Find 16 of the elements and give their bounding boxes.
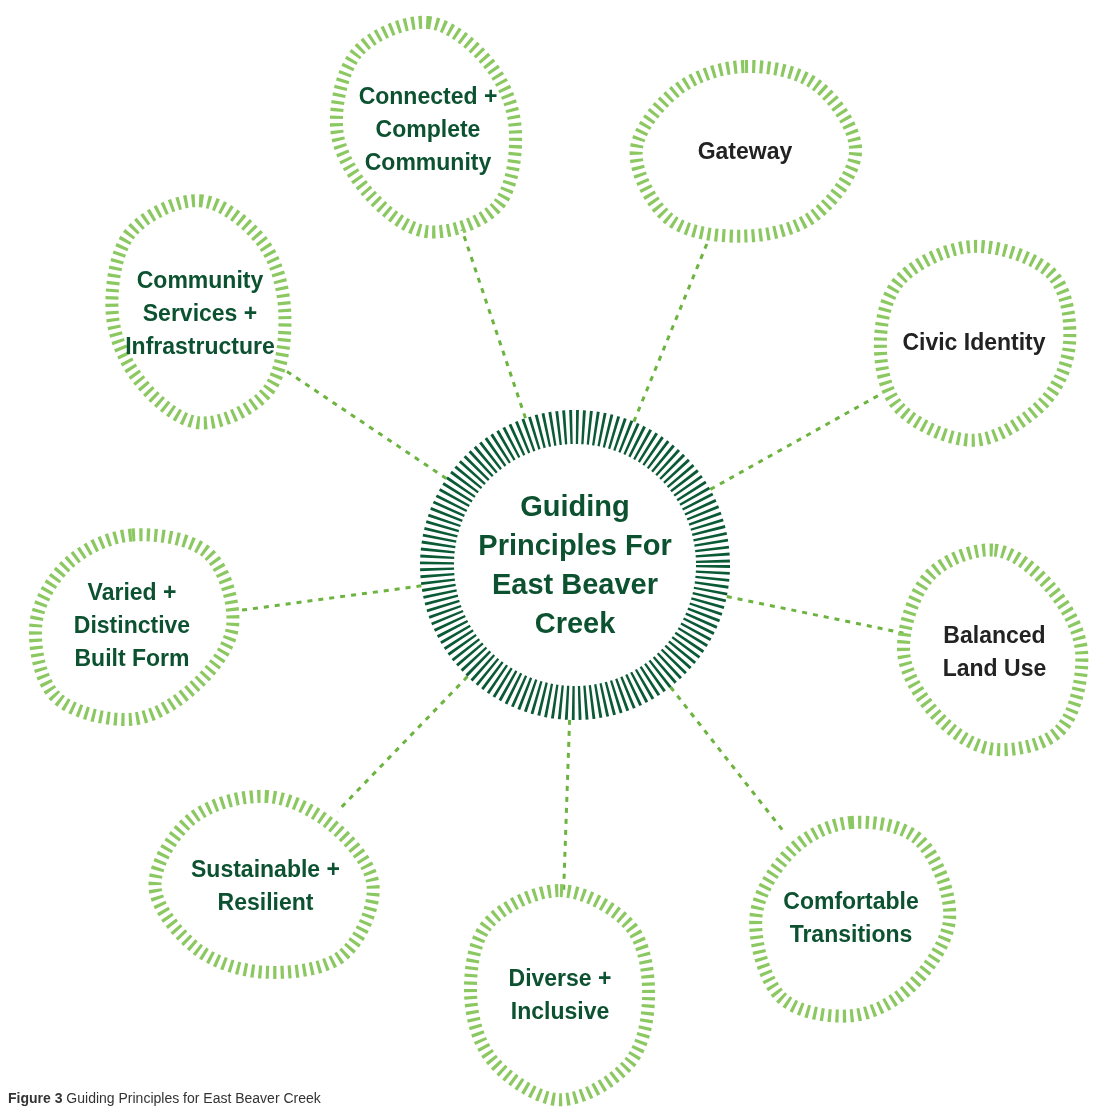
dashed-connector <box>283 368 448 480</box>
dashed-connector <box>726 595 904 635</box>
figure-caption: Figure 3 Guiding Principles for East Beaver Creek <box>8 1089 321 1108</box>
dashed-connector <box>562 719 572 893</box>
principle-label: Connected + Complete Community <box>357 81 499 177</box>
principle-label: Sustainable + Resilient <box>190 855 341 917</box>
center-title: Guiding Principles For East Beaver Creek <box>477 489 673 641</box>
principle-label: Diverse + Inclusive <box>507 964 613 1026</box>
principle-label: Comfortable Transitions <box>782 886 920 949</box>
principle-label: Gateway <box>696 136 794 166</box>
dashed-connector <box>632 243 709 423</box>
principle-label: Balanced Land Use <box>941 621 1048 683</box>
principle-label: Civic Identity <box>901 327 1047 357</box>
principle-label: Community Services + Infrastructure <box>124 265 276 361</box>
principle-label: Varied + Distinctive Built Form <box>72 577 192 673</box>
dashed-connector <box>460 228 527 419</box>
